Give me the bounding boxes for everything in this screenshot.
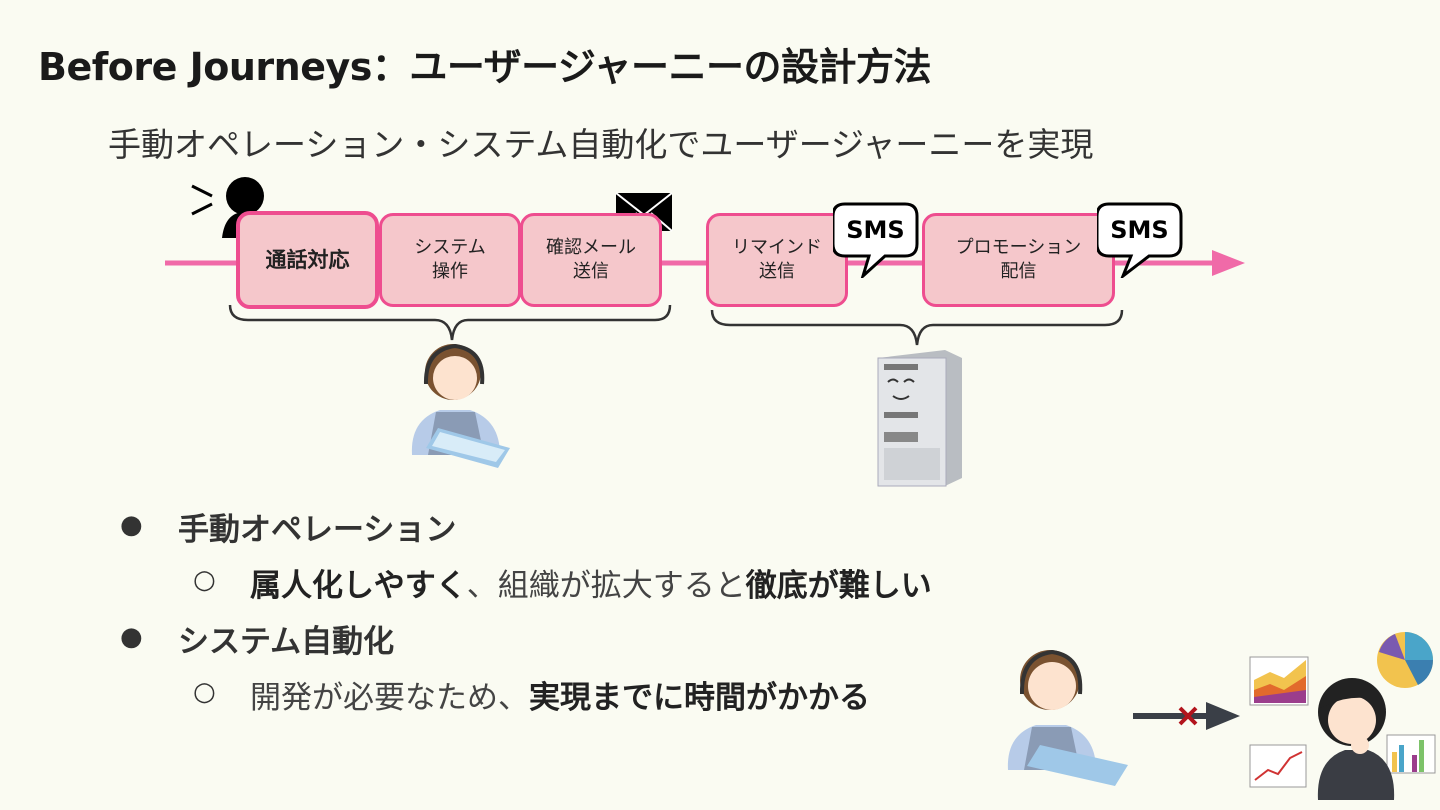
flow-step-remind: リマインド 送信 bbox=[706, 213, 848, 307]
flow-step-call: 通話対応 bbox=[236, 211, 379, 309]
sub-bullet-circle: ○ bbox=[193, 565, 216, 595]
sms-label-2: SMS bbox=[1110, 216, 1169, 244]
auto-detail-normal: 開発が必要なため、 bbox=[250, 680, 529, 716]
manual-detail-strong1: 属人化しやすく bbox=[250, 568, 467, 604]
page-subtitle: 手動オペレーション・システム自動化でユーザージャーニーを実現 bbox=[108, 125, 1094, 164]
flow-step-system: システム 操作 bbox=[379, 213, 521, 307]
bottom-operator-illustration bbox=[1007, 649, 1128, 786]
bullet-manual-detail: 属人化しやすく、組織が拡大すると徹底が難しい bbox=[250, 560, 932, 605]
server-illustration bbox=[877, 350, 962, 487]
auto-detail-strong: 実現までに時間がかかる bbox=[529, 680, 870, 716]
chart-illustration bbox=[1249, 632, 1436, 788]
flow-step-confirm-mail: 確認メール 送信 bbox=[520, 213, 662, 307]
flow-step-promotion: プロモーション 配信 bbox=[922, 213, 1115, 307]
manual-detail-strong2: 徹底が難しい bbox=[745, 568, 932, 604]
blocked-arrow bbox=[1133, 702, 1240, 730]
bullet-dot: ● bbox=[120, 510, 143, 540]
manual-detail-normal: 、組織が拡大すると bbox=[466, 568, 746, 604]
sms-label-1: SMS bbox=[846, 216, 905, 244]
page-title: Before Journeys：ユーザージャーニーの設計方法 bbox=[38, 45, 931, 89]
timeline-arrowhead bbox=[1212, 250, 1245, 276]
right-brace bbox=[710, 309, 1124, 346]
sms-bubble-1: SMS bbox=[833, 202, 919, 278]
bullet-auto-heading: システム自動化 bbox=[178, 624, 395, 660]
bullet-dot: ● bbox=[120, 622, 143, 652]
left-brace bbox=[228, 304, 672, 341]
bullet-auto-detail: 開発が必要なため、実現までに時間がかかる bbox=[250, 672, 870, 717]
worried-person-illustration bbox=[1317, 678, 1395, 800]
sub-bullet-circle: ○ bbox=[193, 677, 216, 707]
bullet-manual-heading: 手動オペレーション bbox=[178, 512, 457, 548]
operator-illustration bbox=[411, 343, 510, 468]
sms-bubble-2: SMS bbox=[1097, 202, 1183, 278]
